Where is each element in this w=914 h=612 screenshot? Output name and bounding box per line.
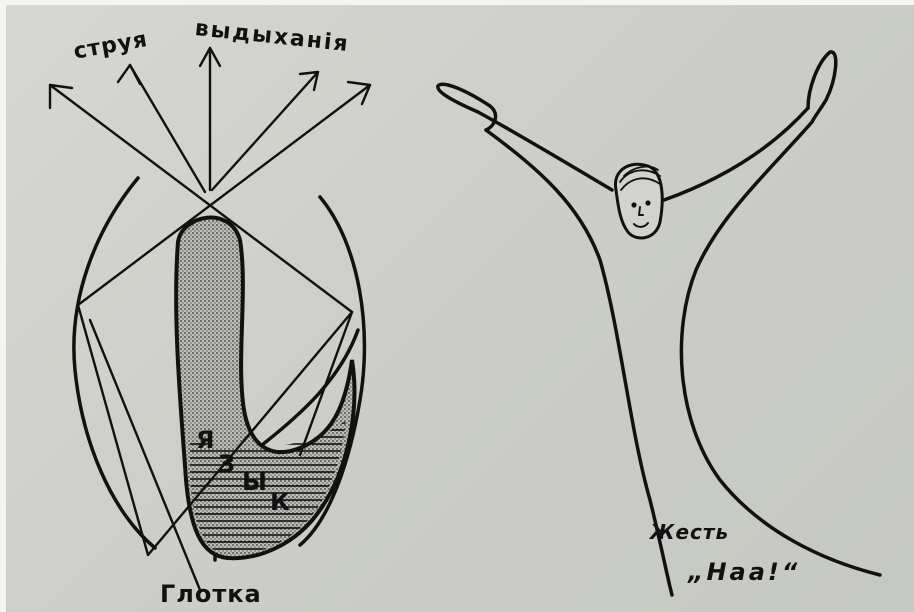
right-arm-upper xyxy=(664,108,808,200)
tongue-letter-2: З xyxy=(218,452,235,476)
throat-label: Глотка xyxy=(160,582,262,606)
exclamation-label: „Наа!“ xyxy=(688,560,800,584)
tongue-letter-4: К xyxy=(270,490,290,514)
body-right-side xyxy=(681,122,880,575)
throat-diagram xyxy=(50,48,370,590)
left-hand xyxy=(438,84,496,130)
gesture-label: Жесть xyxy=(650,522,729,542)
right-hand xyxy=(808,52,836,122)
outer-left-curve xyxy=(74,178,155,548)
tongue-letter-3: Ы xyxy=(242,470,267,494)
tongue-letter-1: Я xyxy=(196,428,214,452)
gesture-figure xyxy=(438,52,880,595)
